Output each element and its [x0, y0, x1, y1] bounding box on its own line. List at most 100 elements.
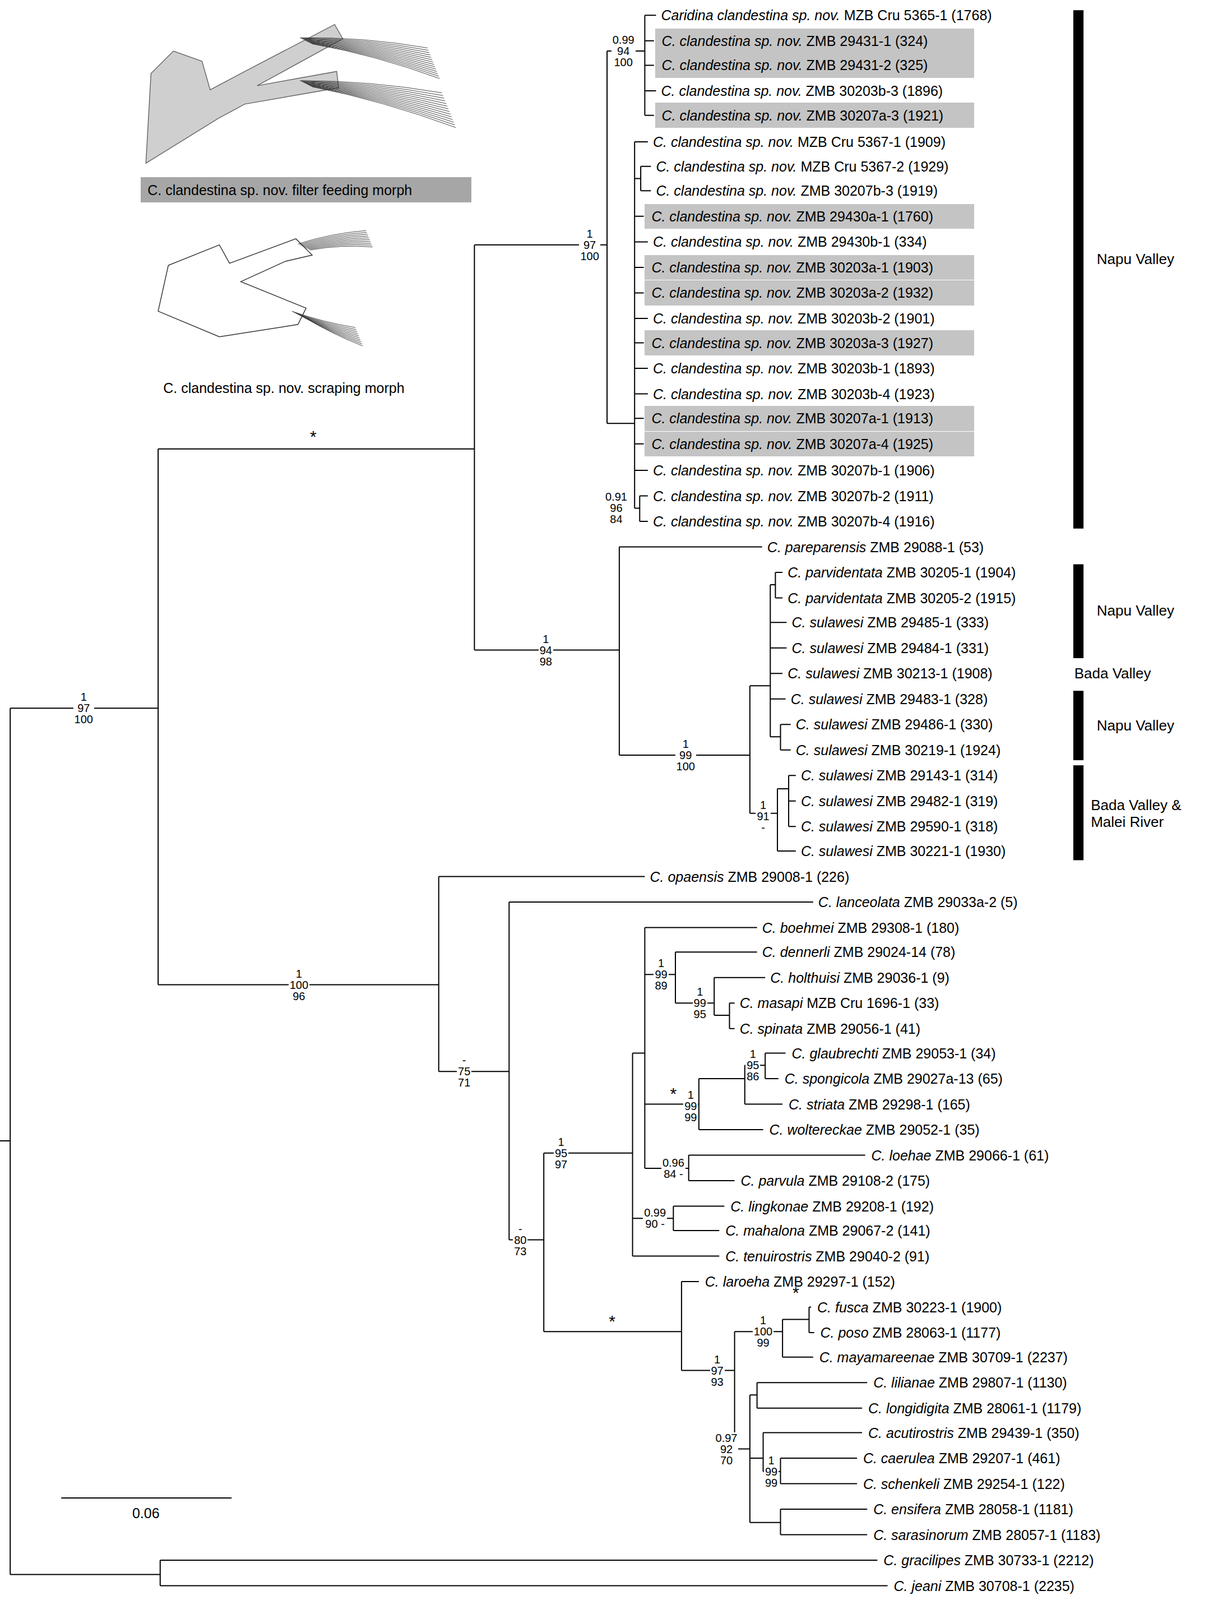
taxon-label: C. clandestina sp. nov. ZMB 30207b-3 (19… — [655, 182, 938, 199]
taxon-label-box: C. lingkonae ZMB 29208-1 (192) — [730, 1197, 934, 1215]
taxon-label: C. masapi MZB Cru 1696-1 (33) — [739, 994, 940, 1011]
taxon-label-box: C. clandestina sp. nov. ZMB 30207b-1 (19… — [652, 461, 935, 479]
taxon-label: C. sulawesi ZMB 30221-1 (1930) — [800, 842, 1006, 859]
taxon-label: C. lilianae ZMB 29807-1 (1130) — [873, 1374, 1068, 1391]
taxon-label-box: C. mahalona ZMB 29067-2 (141) — [725, 1221, 930, 1239]
support-value: 1 99 99 — [765, 1454, 778, 1489]
taxon-label: C. clandestina sp. nov. filter feeding m… — [147, 181, 412, 199]
taxon-label: C. sulawesi ZMB 29590-1 (318) — [800, 818, 999, 835]
support-value: 1 100 96 — [289, 967, 309, 1002]
taxon-label: C. poso ZMB 28063-1 (1177) — [820, 1324, 1001, 1341]
region-label-box: Bada Valley & Malei River — [1090, 796, 1206, 831]
taxon-label: C. opaensis ZMB 29008-1 (226) — [650, 868, 850, 885]
taxon-label-box: C. fusca ZMB 30223-1 (1900) — [817, 1298, 1002, 1316]
taxon-label: C. clandestina sp. nov. ZMB 30207b-4 (19… — [652, 513, 935, 530]
taxon-label-box: C. sulawesi ZMB 29486-1 (330) — [795, 715, 994, 733]
taxon-label-box: C. sulawesi ZMB 30213-1 (1908) — [787, 664, 993, 682]
taxon-label: C. sulawesi ZMB 30219-1 (1924) — [795, 742, 1001, 758]
taxon-label: C. parvula ZMB 29108-2 (175) — [740, 1172, 931, 1189]
taxon-label-box: C. clandestina sp. nov. ZMB 30207b-2 (19… — [652, 487, 934, 505]
support-value-box: 1 95 97 — [553, 1136, 569, 1170]
taxon-label-box: C. sulawesi ZMB 30221-1 (1930) — [800, 842, 1006, 860]
support-value: 1 94 98 — [539, 633, 553, 667]
taxon-label-box: C. masapi MZB Cru 1696-1 (33) — [739, 994, 940, 1012]
taxon-label: C. clandestina sp. nov. ZMB 30207a-3 (19… — [661, 107, 944, 124]
highlighted-taxon-box: C. clandestina sp. nov. ZMB 30207a-4 (19… — [644, 431, 975, 457]
taxon-label: C. sulawesi ZMB 29482-1 (319) — [800, 793, 999, 809]
support-value: 1 97 100 — [74, 691, 94, 725]
support-value-box: 0.91 96 84 — [604, 490, 629, 525]
taxon-label: C. clandestina sp. nov. ZMB 29430b-1 (33… — [652, 233, 928, 250]
scale-label: 0.06 — [132, 1504, 160, 1521]
support-value: 0.97 92 70 — [715, 1432, 738, 1466]
support-value: - 80 73 — [513, 1223, 527, 1257]
taxon-label: C. mayamareenae ZMB 30709-1 (2237) — [819, 1349, 1068, 1365]
taxon-label-box: C. sulawesi ZMB 29482-1 (319) — [800, 792, 999, 810]
taxon-label: C. sulawesi ZMB 29483-1 (328) — [790, 691, 989, 707]
region-label: Napu Valley — [1096, 250, 1175, 268]
region-label: Bada Valley — [1074, 664, 1152, 682]
taxon-label: C. clandestina sp. nov. ZMB 30207a-4 (19… — [651, 435, 934, 453]
support-asterisk: * — [608, 1311, 616, 1331]
support-value-box: 1 94 98 — [538, 633, 554, 667]
support-asterisk-box: * — [608, 1312, 616, 1330]
taxon-label: C. pareparensis ZMB 29088-1 (53) — [767, 539, 984, 555]
taxon-label-box: C. boehmei ZMB 29308-1 (180) — [762, 919, 960, 937]
taxon-label: C. schenkeli ZMB 29254-1 (122) — [863, 1475, 1065, 1492]
taxon-label: C. sulawesi ZMB 30213-1 (1908) — [787, 665, 993, 682]
taxon-label-box: C. clandestina sp. nov. ZMB 30203b-3 (18… — [661, 82, 944, 100]
tree-branches — [0, 15, 888, 1586]
support-asterisk: * — [670, 1084, 678, 1103]
region-label-box: Napu Valley — [1096, 716, 1175, 734]
support-asterisk-box: * — [309, 428, 317, 446]
taxon-label-box: C. lilianae ZMB 29807-1 (1130) — [873, 1373, 1068, 1391]
taxon-label: C. lanceolata ZMB 29033a-2 (5) — [818, 893, 1018, 910]
taxon-label: C. dennerli ZMB 29024-14 (78) — [762, 943, 956, 960]
morph-caption-box: C. clandestina sp. nov. filter feeding m… — [140, 177, 472, 203]
support-value-box: 0.99 94 100 — [611, 34, 636, 68]
support-asterisk: * — [309, 427, 317, 446]
support-value: 0.99 94 100 — [612, 34, 635, 68]
support-value: 0.99 90 - — [644, 1206, 666, 1230]
taxon-label-box: C. tenuirostris ZMB 29040-2 (91) — [725, 1247, 930, 1265]
taxon-label: C. glaubrechti ZMB 29053-1 (34) — [791, 1045, 997, 1062]
taxon-label-box: C. poso ZMB 28063-1 (1177) — [820, 1323, 1001, 1341]
highlighted-taxon-box: C. clandestina sp. nov. ZMB 30203a-1 (19… — [644, 255, 975, 281]
taxon-label-box: C. spongicola ZMB 29027a-13 (65) — [784, 1069, 1003, 1087]
taxon-label: C. holthuisi ZMB 29036-1 (9) — [770, 969, 950, 986]
taxon-label: C. clandestina sp. nov. ZMB 30203a-2 (19… — [651, 284, 934, 301]
support-value-box: 1 99 89 — [653, 957, 669, 991]
taxon-label-box: C. clandestina sp. nov. MZB Cru 5367-2 (… — [655, 158, 949, 175]
taxon-label: C. sulawesi ZMB 29143-1 (314) — [800, 767, 999, 784]
region-label: Bada Valley & Malei River — [1090, 796, 1181, 831]
support-asterisk: * — [792, 1282, 800, 1302]
highlighted-taxon-box: C. clandestina sp. nov. ZMB 30203a-2 (19… — [644, 280, 975, 306]
highlighted-taxon-box: C. clandestina sp. nov. ZMB 29430a-1 (17… — [644, 204, 975, 230]
taxon-label: C. clandestina sp. nov. scraping morph — [163, 380, 405, 396]
taxon-label: C. clandestina sp. nov. ZMB 30203b-4 (19… — [652, 386, 935, 402]
taxon-label: C. clandestina sp. nov. ZMB 30203b-1 (18… — [652, 360, 935, 377]
support-value: 0.91 96 84 — [605, 490, 628, 525]
taxon-label-box: C. loehae ZMB 29066-1 (61) — [871, 1146, 1049, 1164]
support-value-box: 1 99 99 — [763, 1454, 779, 1489]
taxon-label: C. clandestina sp. nov. ZMB 30207b-2 (19… — [652, 488, 934, 504]
taxon-label: Caridina clandestina sp. nov. MZB Cru 53… — [661, 7, 993, 23]
support-value-box: - 80 73 — [512, 1223, 528, 1257]
taxon-label-box: C. clandestina sp. nov. ZMB 30207b-3 (19… — [655, 182, 938, 199]
taxon-label: C. sarasinorum ZMB 28057-1 (1183) — [873, 1526, 1101, 1543]
taxon-label: C. lingkonae ZMB 29208-1 (192) — [730, 1198, 934, 1215]
support-value: - 75 71 — [457, 1054, 471, 1088]
support-value: 1 100 99 — [753, 1314, 773, 1349]
region-label-box: Napu Valley — [1096, 250, 1175, 268]
highlighted-taxon-box: C. clandestina sp. nov. ZMB 30207a-1 (19… — [644, 405, 975, 432]
region-bars — [1073, 10, 1084, 860]
support-value-box: 1 99 95 — [692, 985, 708, 1020]
taxon-label: C. ensifera ZMB 28058-1 (1181) — [873, 1501, 1074, 1517]
taxon-label: C. parvidentata ZMB 30205-2 (1915) — [787, 590, 1016, 606]
scale-label-box: 0.06 — [132, 1504, 160, 1522]
taxon-label-box: C. sulawesi ZMB 29143-1 (314) — [800, 766, 999, 784]
region-label: Napu Valley — [1096, 601, 1175, 619]
taxon-label: C. clandestina sp. nov. ZMB 30203a-3 (19… — [651, 334, 934, 352]
taxon-label-box: C. acutirostris ZMB 29439-1 (350) — [868, 1424, 1080, 1442]
highlighted-taxon-box: C. clandestina sp. nov. ZMB 30207a-3 (19… — [655, 102, 975, 128]
